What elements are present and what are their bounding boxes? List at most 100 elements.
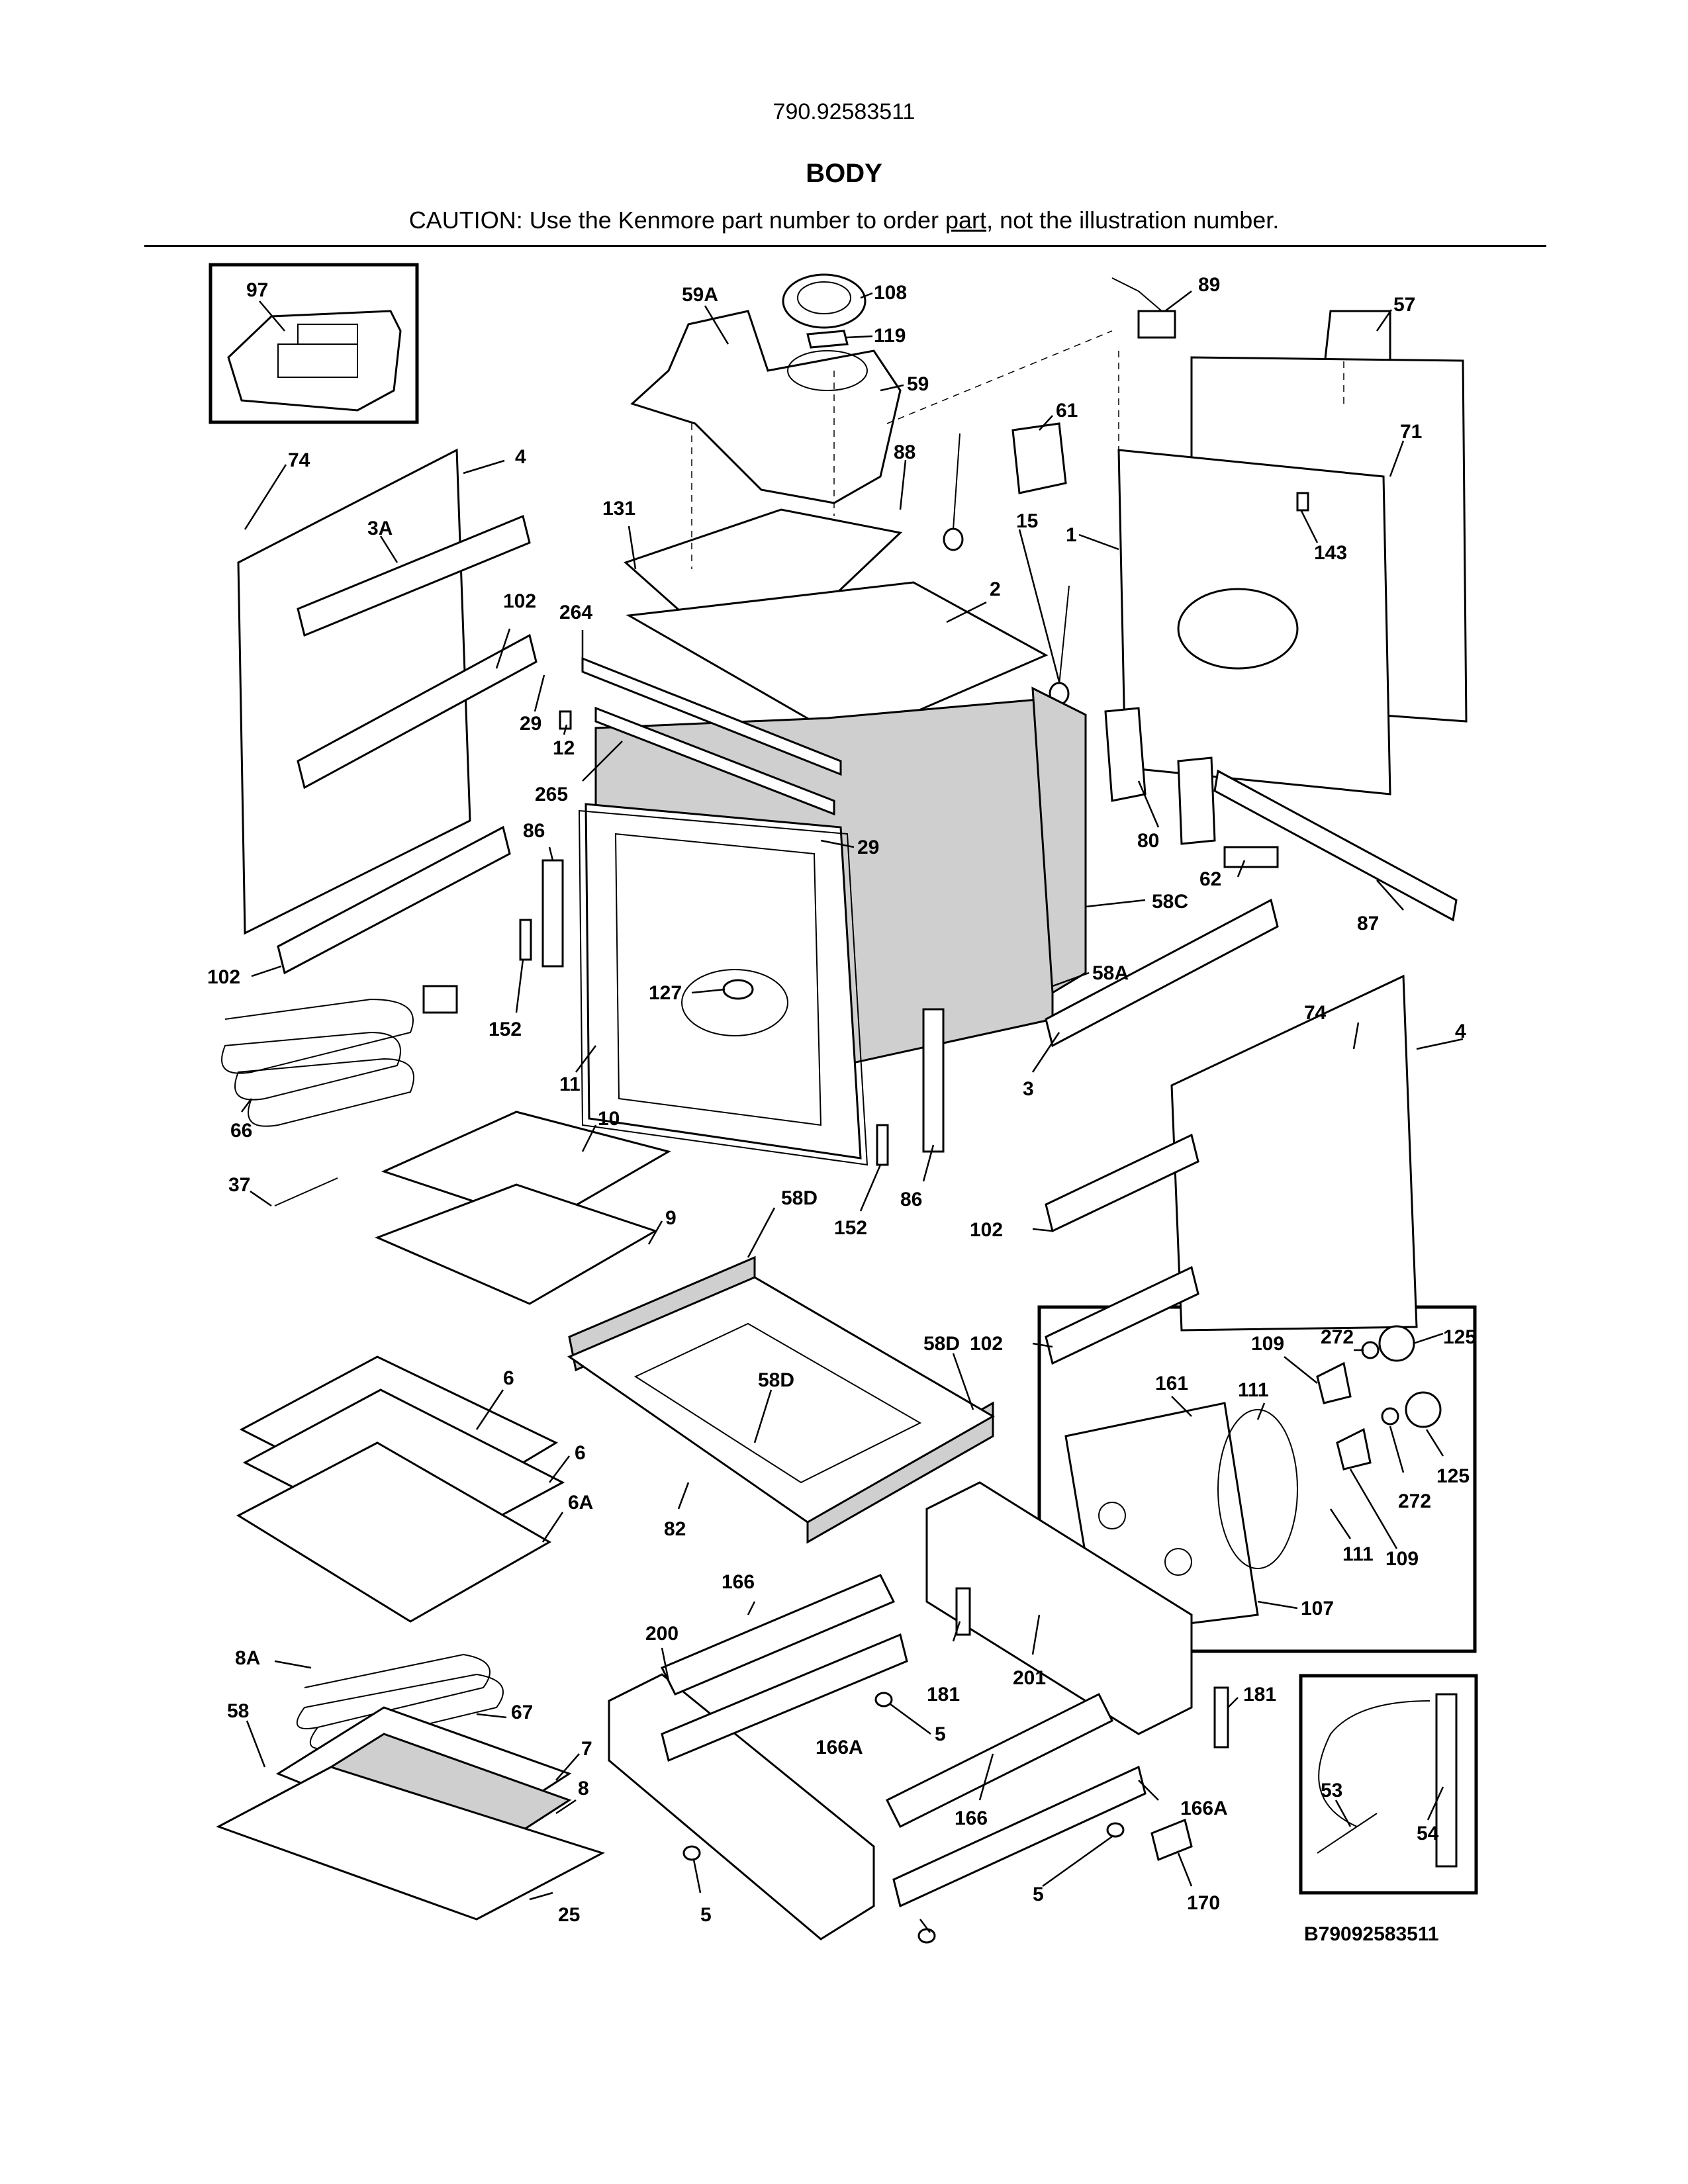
- callout-166-upper: 166: [722, 1571, 755, 1593]
- hinge-86a-part: [541, 859, 564, 968]
- callout-5-right: 5: [1033, 1884, 1044, 1905]
- callout-109-lower: 109: [1385, 1548, 1419, 1570]
- model-number: 790.92583511: [773, 99, 915, 124]
- callout-102-upper-left: 102: [503, 590, 536, 612]
- callout-200: 200: [645, 1623, 679, 1645]
- callout-107: 107: [1301, 1598, 1334, 1619]
- callout-272-upper: 272: [1321, 1326, 1354, 1348]
- callout-37: 37: [228, 1174, 250, 1196]
- callout-80: 80: [1137, 830, 1159, 852]
- leveler-5b-part: [682, 1845, 701, 1861]
- cover-hole-b: [1164, 1548, 1192, 1576]
- harness-part: [1137, 310, 1176, 339]
- bracket-80a-part: [1104, 707, 1147, 802]
- callout-89: 89: [1198, 274, 1220, 296]
- sensor-inset-box: [1299, 1674, 1478, 1895]
- callout-6-upper: 6: [503, 1367, 514, 1389]
- fan-motor-part: [782, 273, 867, 329]
- callout-62: 62: [1199, 868, 1221, 890]
- callout-170: 170: [1187, 1892, 1220, 1914]
- panel-25-part: [216, 1766, 605, 1921]
- callout-6A: 6A: [568, 1492, 593, 1514]
- callout-166A-upper: 166A: [816, 1737, 863, 1758]
- callout-5-upper: 5: [935, 1723, 946, 1745]
- rail-166a-part: [660, 1574, 896, 1696]
- callout-82: 82: [664, 1518, 686, 1540]
- hinge-86b-part: [922, 1008, 945, 1153]
- rear-frame-201-part: [925, 1481, 1193, 1735]
- callout-264: 264: [559, 602, 592, 623]
- callout-127: 127: [649, 982, 682, 1004]
- callout-4-right: 4: [1455, 1021, 1466, 1042]
- insulation-58C-part: [1031, 686, 1087, 995]
- fan-duct-part: [630, 310, 902, 504]
- bottom-frame-82-part: [567, 1276, 995, 1524]
- callout-8A: 8A: [235, 1647, 260, 1669]
- callout-86-left: 86: [523, 820, 545, 842]
- bottom-frame-opening: [633, 1322, 922, 1484]
- sensor-wire: [1318, 1700, 1430, 1827]
- rail-102b-part: [277, 825, 511, 975]
- guide-line: [886, 330, 1113, 424]
- bracket-61-part: [1011, 422, 1067, 494]
- leveler-5a-part: [874, 1692, 893, 1707]
- rail-87-part: [1213, 769, 1458, 922]
- terminal-62-part: [1223, 846, 1279, 868]
- callout-201: 201: [1013, 1667, 1046, 1689]
- callout-12: 12: [553, 737, 575, 759]
- top-panel-part: [626, 581, 1049, 743]
- rail-3-part: [1045, 898, 1279, 1048]
- callout-67: 67: [511, 1702, 533, 1723]
- clip-143-part: [1296, 492, 1309, 512]
- hinge-152b-part: [876, 1124, 889, 1166]
- bracket-181b-part: [1213, 1686, 1229, 1749]
- callout-131: 131: [602, 498, 635, 520]
- callout-58D-right: 58D: [923, 1333, 960, 1355]
- control-board-inset-box: [209, 263, 419, 424]
- callout-58A: 58A: [1092, 962, 1129, 984]
- broil-element-part: [221, 998, 414, 1127]
- caution-note: CAUTION: Use the Kenmore part number to …: [0, 206, 1688, 234]
- callout-1: 1: [1066, 524, 1077, 546]
- right-side-panel-part: [1170, 974, 1418, 1332]
- broil-bracket-part: [422, 985, 458, 1014]
- callout-166A-lower: 166A: [1180, 1797, 1228, 1819]
- callout-88: 88: [894, 441, 915, 463]
- callout-102-lower-left: 102: [207, 966, 240, 988]
- leveler-5c-part: [1106, 1822, 1125, 1838]
- page-title: BODY: [806, 159, 882, 188]
- fan-blade-109b-part: [1336, 1428, 1372, 1471]
- callout-59: 59: [907, 373, 929, 395]
- latch-12-part: [559, 710, 572, 730]
- rail-166b-part: [885, 1692, 1114, 1829]
- callout-111-upper: 111: [1238, 1379, 1269, 1401]
- callout-6-lower: 6: [575, 1442, 586, 1464]
- rail-166Aa-part: [661, 1633, 908, 1762]
- spacer-272a-part: [1361, 1341, 1380, 1359]
- callout-108: 108: [874, 282, 907, 304]
- callout-58: 58: [227, 1700, 249, 1722]
- bracket-80b-part: [1177, 756, 1216, 845]
- callout-4-left: 4: [515, 446, 526, 468]
- callout-3A: 3A: [367, 518, 393, 539]
- callout-59A: 59A: [682, 284, 718, 306]
- callout-143: 143: [1314, 542, 1347, 564]
- callout-87: 87: [1357, 913, 1379, 934]
- fan-guard-part: [806, 330, 849, 349]
- caution-part-link: part: [945, 206, 987, 234]
- callout-54: 54: [1417, 1823, 1439, 1844]
- cover-hole-a: [1098, 1502, 1126, 1529]
- callout-61: 61: [1056, 400, 1078, 422]
- drain-127-part: [722, 979, 754, 1000]
- probe-37-part: [274, 1177, 338, 1206]
- leveler-5d-part: [917, 1928, 936, 1944]
- callout-74-right: 74: [1304, 1002, 1327, 1024]
- callout-71: 71: [1400, 421, 1422, 443]
- callout-10: 10: [598, 1108, 620, 1130]
- callout-15: 15: [1016, 510, 1038, 532]
- callout-66: 66: [230, 1120, 252, 1142]
- rail-166Ab-part: [892, 1765, 1147, 1908]
- callout-86-right: 86: [900, 1189, 922, 1210]
- callout-3: 3: [1023, 1078, 1034, 1100]
